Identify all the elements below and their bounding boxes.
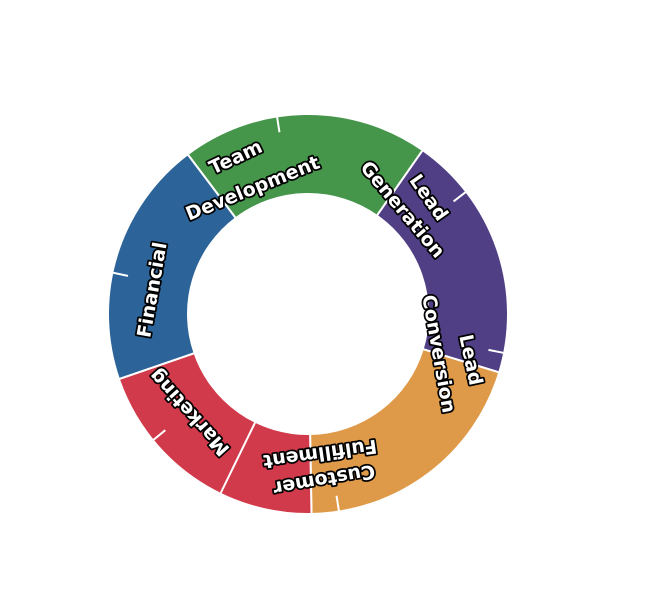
segment-customer-fulfillment[interactable]	[117, 351, 313, 515]
sub-segment-tick	[111, 271, 129, 277]
segment-dividers	[111, 115, 506, 513]
sub-segment-tick	[275, 115, 281, 133]
segment-lead-conversion[interactable]	[309, 347, 501, 515]
segment-divider	[218, 420, 257, 496]
sub-segment-tick	[452, 190, 468, 203]
sub-segment-tick	[151, 429, 166, 442]
segment-financial[interactable]	[107, 152, 238, 381]
segment-lead-generation[interactable]	[375, 148, 509, 374]
segment-team-development[interactable]	[186, 113, 425, 220]
donut-segments	[107, 113, 509, 515]
sub-segment-tick	[488, 348, 506, 355]
sub-segment-tick	[335, 495, 341, 513]
